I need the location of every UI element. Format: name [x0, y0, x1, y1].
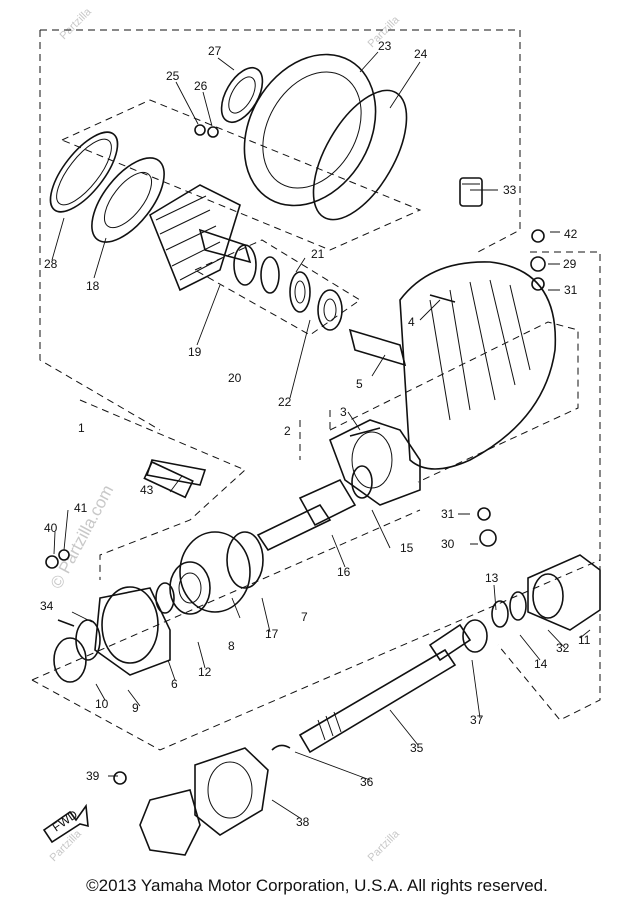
callout-42: 42 — [564, 227, 578, 241]
callout-36: 36 — [360, 775, 374, 789]
upper-assembly-outline — [39, 29, 521, 460]
callout-41: 41 — [74, 501, 88, 515]
callout-30: 30 — [441, 537, 455, 551]
callout-9: 9 — [132, 701, 139, 715]
callout-33: 33 — [503, 183, 517, 197]
callout-21: 21 — [311, 247, 325, 261]
callout-31-lower: 31 — [441, 507, 455, 521]
callout-5: 5 — [356, 377, 363, 391]
callout-14: 14 — [534, 657, 548, 671]
callout-31-upper: 31 — [564, 283, 578, 297]
callout-2: 2 — [284, 424, 291, 438]
callout-29: 29 — [563, 257, 577, 271]
callout-11: 11 — [578, 633, 591, 647]
lower-assembly-outline — [79, 251, 601, 721]
watermark-top: Partzilla — [58, 5, 95, 42]
exploded-parts-diagram: © Partzilla.com Partzilla Partzilla Part… — [31, 5, 601, 864]
callout-40: 40 — [44, 521, 58, 535]
callout-15: 15 — [400, 541, 414, 555]
callout-8: 8 — [228, 639, 235, 653]
callout-24: 24 — [414, 47, 428, 61]
callout-4: 4 — [408, 315, 415, 329]
leader-lines — [51, 51, 591, 819]
callout-39: 39 — [86, 769, 100, 783]
callout-6: 6 — [171, 677, 178, 691]
callout-25: 25 — [166, 69, 180, 83]
callout-35: 35 — [410, 741, 424, 755]
callout-38: 38 — [296, 815, 310, 829]
watermark-bottom-right: Partzilla — [366, 827, 403, 864]
callout-32: 32 — [556, 641, 570, 655]
callout-17: 17 — [265, 627, 279, 641]
callout-20: 20 — [228, 371, 242, 385]
callout-43: 43 — [140, 483, 154, 497]
watermark-vertical: © Partzilla.com — [47, 482, 118, 592]
callout-23: 23 — [378, 39, 392, 53]
fwd-arrow-icon — [42, 803, 89, 844]
driveshaft-group-outline — [31, 509, 601, 751]
callout-10: 10 — [95, 697, 109, 711]
callout-13: 13 — [485, 571, 499, 585]
shaft-group-outline — [193, 239, 361, 336]
callout-1: 1 — [78, 421, 85, 435]
callout-19: 19 — [188, 345, 202, 359]
callout-34: 34 — [40, 599, 54, 613]
callout-28: 28 — [44, 257, 58, 271]
callout-labels: 1 2 3 4 5 6 7 8 9 10 11 12 13 14 15 16 1… — [40, 39, 591, 829]
callout-22: 22 — [278, 395, 292, 409]
callout-18: 18 — [86, 279, 100, 293]
parts-upper — [49, 53, 557, 547]
callout-37: 37 — [470, 713, 484, 727]
callout-27: 27 — [208, 44, 222, 58]
bearing-group-outline — [60, 99, 422, 251]
copyright-text: ©2013 Yamaha Motor Corporation, U.S.A. A… — [86, 876, 548, 895]
callout-26: 26 — [194, 79, 208, 93]
parts-lower: FWD — [42, 459, 601, 856]
callout-7: 7 — [301, 610, 308, 624]
callout-12: 12 — [198, 665, 212, 679]
callout-3: 3 — [340, 405, 347, 419]
callout-16: 16 — [337, 565, 351, 579]
